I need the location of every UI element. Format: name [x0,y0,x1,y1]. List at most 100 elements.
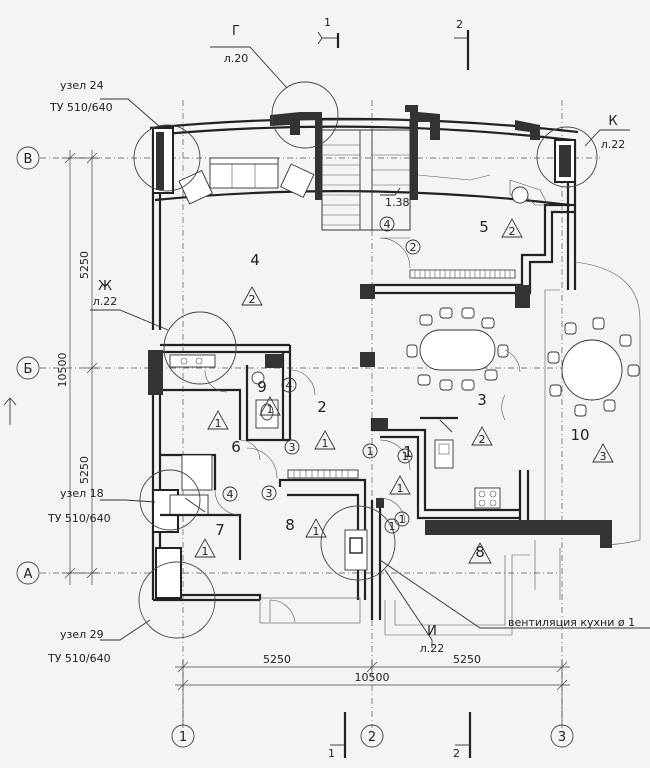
door-mark: 3 [284,439,300,455]
dim-left-lower: 5250 [78,456,91,484]
room-number: 8 [475,543,485,561]
room-label: 42 [241,251,263,306]
room-triangle-number: 1 [202,545,209,558]
svg-text:В: В [24,152,33,167]
axis-row-b: Б [16,356,40,380]
axis-col-3: 3 [550,724,574,748]
section-arrow-left [3,397,17,425]
room-triangle [501,218,523,238]
svg-text:2: 2 [453,747,460,760]
door-mark-number: 1 [402,450,409,463]
round-table [547,317,640,417]
room-number: 1 [403,443,413,461]
entrance-porch [259,554,530,636]
svg-text:л.22: л.22 [420,642,445,655]
room-triangle-number: 1 [397,482,404,495]
door-mark-number: 1 [367,445,374,458]
room-triangle [592,443,614,463]
room-number: 10 [570,426,589,444]
room-triangle-number: 2 [249,293,256,306]
room-triangle-number: 1 [267,403,274,416]
room-triangle [305,518,327,538]
room-label: 61 [207,410,241,456]
bedroom-5-furniture [417,174,549,206]
svg-text:узел 18: узел 18 [60,487,104,500]
svg-text:ТУ 510/640: ТУ 510/640 [47,652,111,665]
room-number: 8 [285,516,295,534]
door-mark-number: 3 [289,441,296,454]
door-mark: 4 [379,216,395,232]
wc-fixtures [251,371,279,429]
room-triangle [207,410,229,430]
room-triangle-number: 1 [322,437,329,450]
node-24: узел 24 ТУ 510/640 [49,79,113,114]
room-label: 11 [389,443,413,495]
svg-text:узел 29: узел 29 [60,628,104,641]
room-number: 2 [317,398,327,416]
room-triangle-number: 2 [479,433,486,446]
doors [204,237,521,524]
door-mark-number: 1 [389,520,396,533]
room-triangle [468,542,492,564]
kitchen-appliances [434,419,501,509]
dining-table [406,307,509,391]
room-label: 21 [314,398,336,450]
section-mark-top-1: 1 [317,16,340,48]
svg-text:узел 24: узел 24 [60,79,104,92]
room-triangle [389,475,411,495]
svg-text:Г: Г [232,24,240,39]
room-triangle-number: 1 [215,417,222,430]
dim-bottom-right: 5250 [453,653,481,666]
callout-leaders [90,46,650,648]
node-18: узел 18 ТУ 510/640 [47,487,111,525]
svg-text:Б: Б [24,362,33,377]
svg-text:1: 1 [328,747,335,760]
room-number: 9 [257,378,267,396]
svg-text:ТУ 510/640: ТУ 510/640 [47,512,111,525]
top-wall-notches [270,105,540,200]
svg-text:А: А [24,567,33,582]
room-label: 71 [194,521,225,558]
svg-text:И: И [427,624,437,639]
room-triangle [314,430,336,450]
svg-text:л.20: л.20 [224,52,249,65]
door-mark-number: 3 [266,487,273,500]
door-mark: 1 [384,518,400,534]
room-number: 3 [477,391,487,409]
section-mark-bottom-1: 1 [328,712,347,760]
axis-row-v: В [16,146,40,170]
door-mark: 2 [405,239,421,255]
detail-circles [133,81,598,639]
room-label: 32 [471,391,493,446]
dimension-left: 5250 5250 10500 [56,150,100,585]
door-mark: 4 [281,377,297,393]
detail-k: К л.22 [601,114,626,151]
door-mark-number: 4 [227,488,234,501]
door-mark: 1 [397,448,413,464]
door-mark: 4 [222,486,238,502]
room-triangle-number: 1 [313,525,320,538]
stair-elevation-mark: 1.38 [385,196,410,209]
dim-left-total: 10500 [56,353,69,388]
door-mark-number: 2 [410,241,417,254]
svg-text:К: К [608,114,617,129]
section-mark-bottom-2: 2 [453,712,472,760]
door-mark-number: 1 [399,513,406,526]
ventilation-note: вентиляция кухни ø 1 [508,616,635,629]
stair-treads [322,130,410,230]
axis-col-1: 1 [171,724,195,748]
door-mark: 1 [362,443,378,459]
room-triangle [471,426,493,446]
room-triangle-number: 3 [600,450,607,463]
room-number: 4 [250,251,260,269]
dim-left-upper: 5250 [78,251,91,279]
axis-row-a: А [16,561,40,585]
dimension-bottom: 5250 5250 10500 [175,653,570,725]
svg-text:л.22: л.22 [601,138,626,151]
detail-i: И л.22 [420,624,445,655]
room-triangle [194,538,216,558]
